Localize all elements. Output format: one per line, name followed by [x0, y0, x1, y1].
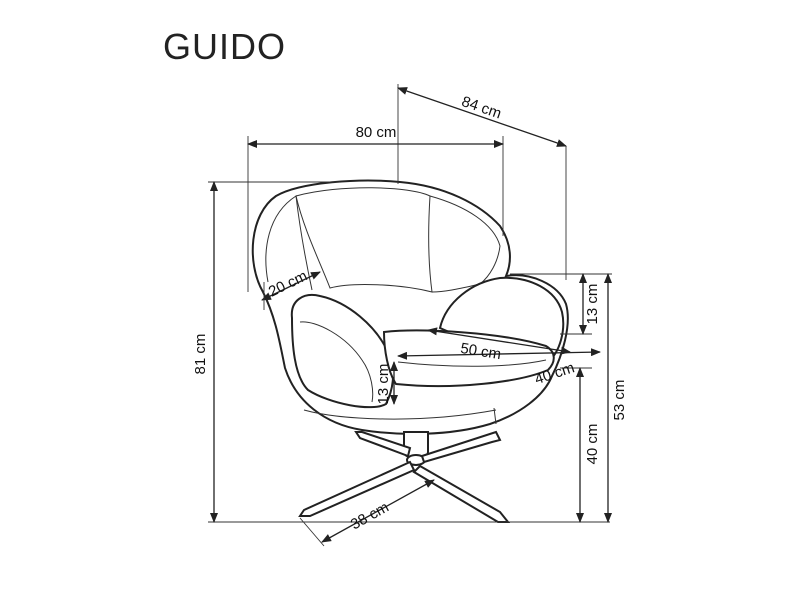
dim-pillow-line — [261, 271, 321, 301]
dim-seat-depth-line — [397, 348, 601, 360]
dim-depth-line — [397, 87, 567, 147]
product-title: GUIDO — [163, 26, 287, 67]
label-depth: 84 cm — [459, 93, 503, 122]
chair-base-leg-front-right — [412, 464, 511, 523]
label-armrest-height: 13 cm — [584, 284, 601, 325]
chair-back-right-panel — [429, 195, 501, 293]
label-cushion-thickness: 13 cm — [375, 364, 392, 405]
label-width: 80 cm — [356, 124, 397, 141]
dimension-lines — [208, 84, 612, 547]
chair-illustration — [251, 179, 569, 523]
chair-shell-seam-end — [493, 407, 497, 425]
label-base-leg: 38 cm — [348, 499, 392, 534]
chair-back-center-panel — [295, 187, 433, 293]
chair-base-leg-back-right — [420, 430, 502, 464]
chair-seat-seam — [397, 359, 547, 367]
label-seat-height: 53 cm — [611, 380, 628, 421]
label-total-height: 81 cm — [192, 334, 209, 375]
dim-base-leg-ext — [299, 517, 325, 547]
chair-left-armrest-seam — [299, 321, 374, 403]
chair-shell-lower-seam — [303, 409, 497, 420]
chair-base-leg-back-left — [354, 431, 412, 458]
dim-base-leg-line — [321, 479, 435, 543]
label-base-height: 40 cm — [584, 424, 601, 465]
label-seat-width: 50 cm — [459, 340, 502, 363]
chair-base-leg-front-left — [298, 460, 416, 517]
